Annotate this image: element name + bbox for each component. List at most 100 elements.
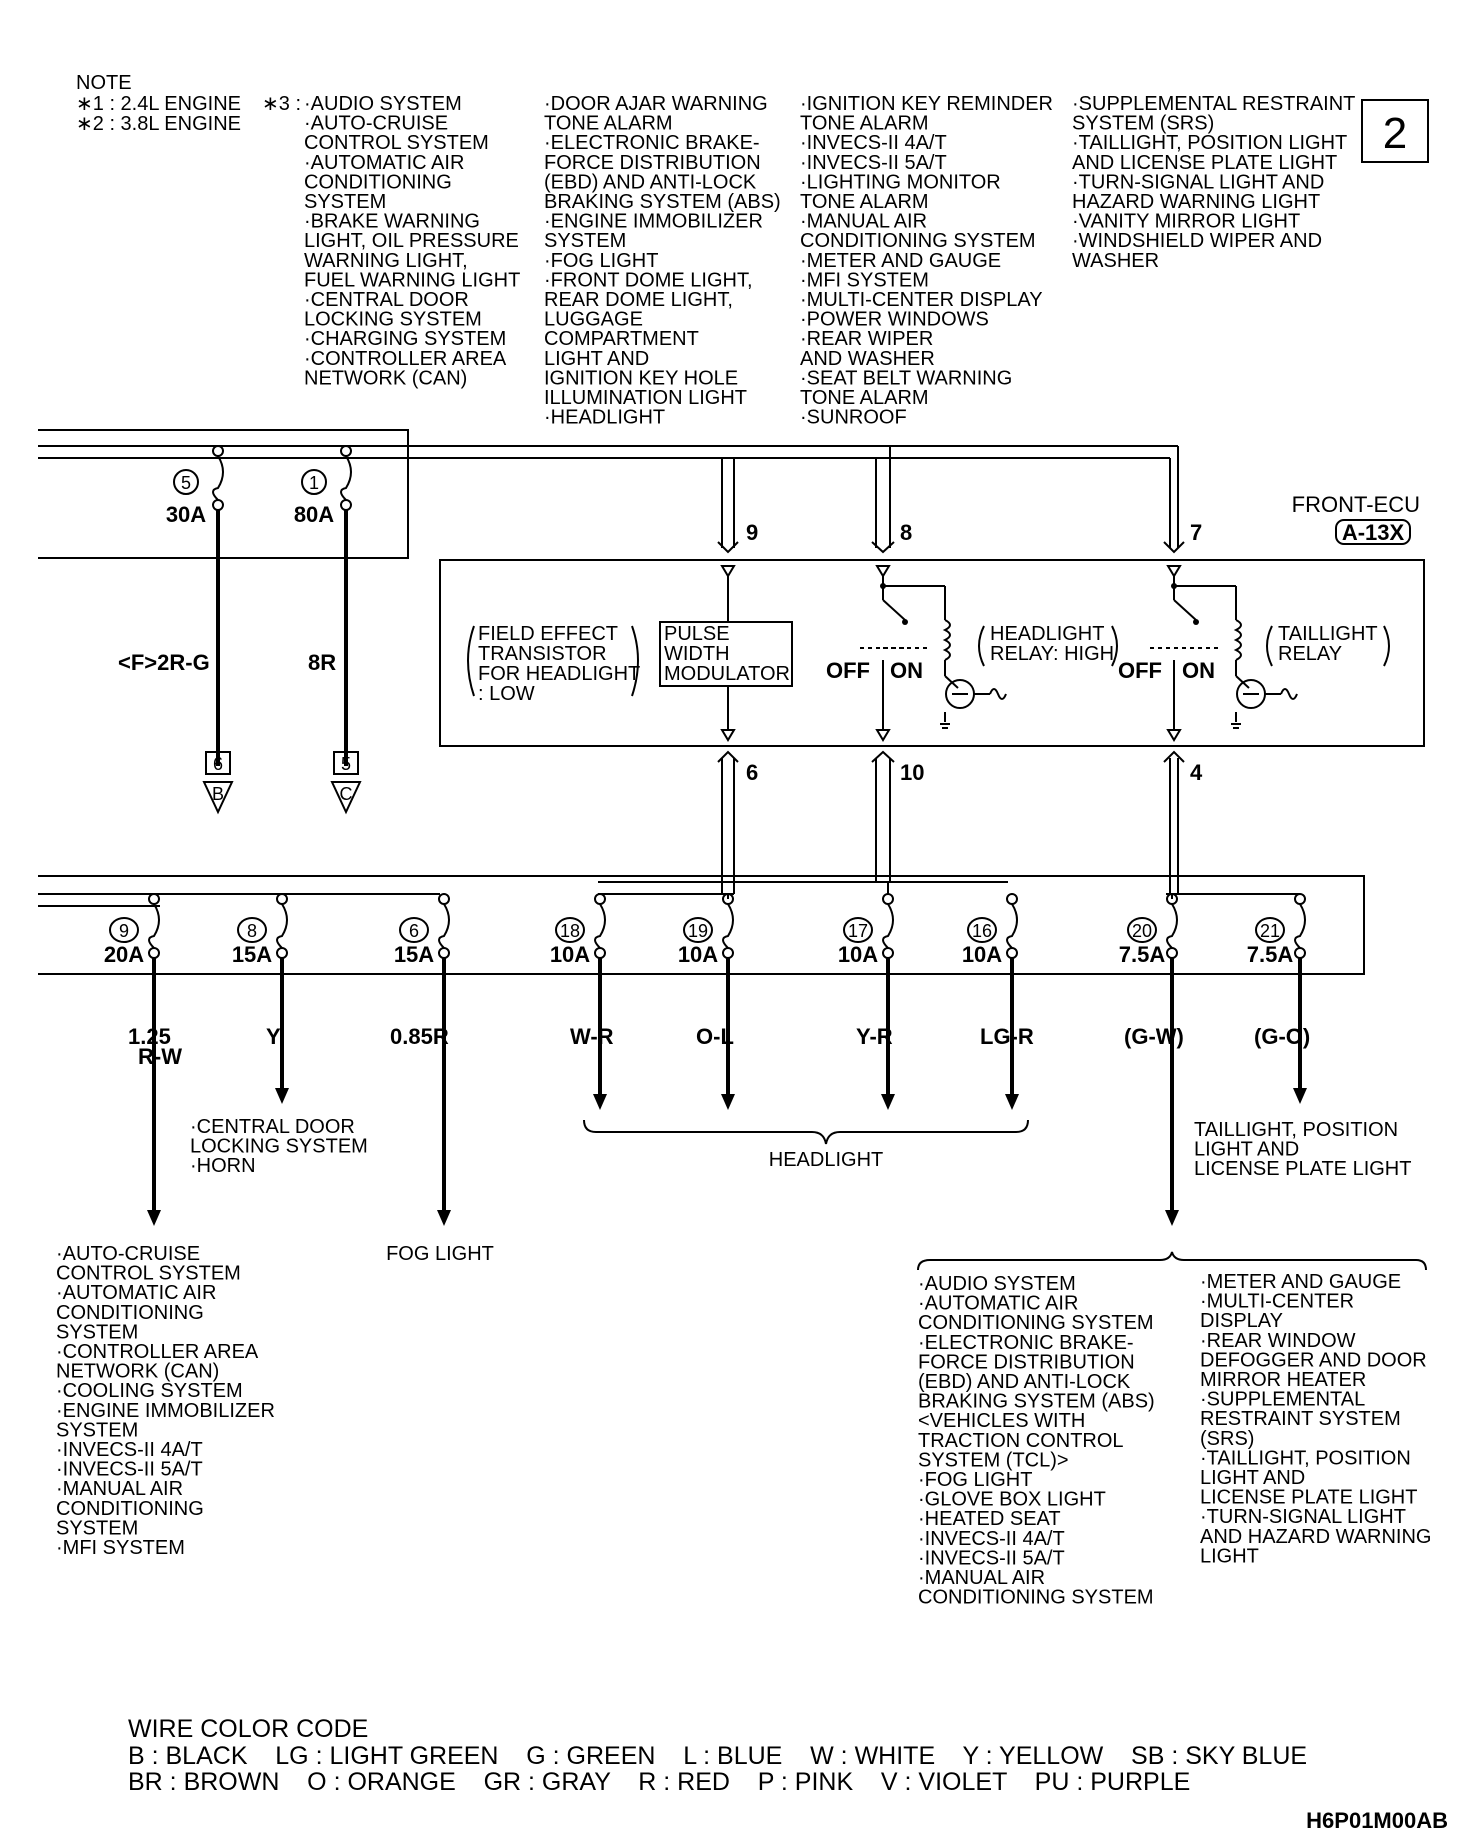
hi-relay-line-2: RELAY: HIGH <box>990 643 1114 665</box>
note-col2-line: LUGGAGE <box>544 309 643 331</box>
tail-relay-off: OFF <box>1118 658 1162 683</box>
note-col1-line: CONDITIONING <box>304 171 452 193</box>
dest-fuse9-line: CONDITIONING <box>56 1498 204 1520</box>
note-col1-line: LIGHT, OIL PRESSURE <box>304 230 519 252</box>
dest-gw2-line: ·TAILLIGHT, POSITION <box>1200 1447 1411 1469</box>
dest-fuse9-line: ·MANUAL AIR <box>56 1478 183 1500</box>
headlight-brace <box>583 1119 1029 1145</box>
dest-gw1-line: FORCE DISTRIBUTION <box>918 1351 1135 1373</box>
note-col3-line: ·INVECS-II 5A/T <box>800 152 947 174</box>
dest-gw2-line: ·METER AND GAUGE <box>1200 1271 1401 1293</box>
dest-gw2-line: LIGHT AND <box>1200 1467 1305 1489</box>
dest-fuse9-line: CONTROL SYSTEM <box>56 1263 241 1285</box>
fuse-amp: 7.5A <box>1119 942 1166 967</box>
dest-gw2-line: DEFOGGER AND DOOR <box>1200 1349 1427 1371</box>
pwm-wiring <box>720 565 736 742</box>
front-ecu-box <box>439 559 1425 747</box>
note-star1: ∗1 : 2.4L ENGINE <box>76 93 241 115</box>
dest-fuse9-line: ·AUTO-CRUISE <box>56 1243 200 1265</box>
pwm-line-2: WIDTH <box>664 643 730 665</box>
arrow-icon <box>437 1210 451 1226</box>
fuse-number: 9 <box>119 921 129 941</box>
note-col1-line: SYSTEM <box>304 191 386 213</box>
page-number: 2 <box>1383 109 1407 158</box>
ecu-pin-7: 7 <box>1190 520 1202 545</box>
note-col3-line: TONE ALARM <box>800 387 929 409</box>
note-col4-line: ·SUPPLEMENTAL RESTRAINT <box>1072 93 1355 115</box>
wire-label: (G-W) <box>1124 1024 1184 1049</box>
note-col1-line: ·CHARGING SYSTEM <box>304 328 506 350</box>
arrow-icon <box>1293 1088 1307 1104</box>
note-col4-line: ·WINDSHIELD WIPER AND <box>1072 230 1322 252</box>
fuse-number: 6 <box>409 921 419 941</box>
dest-gw1-line: ·GLOVE BOX LIGHT <box>918 1489 1106 1511</box>
fuse-1-80a: 1 80A <box>294 445 352 766</box>
note-col2-line: COMPARTMENT <box>544 328 699 350</box>
fet-line-2: TRANSISTOR <box>478 643 607 665</box>
figure-code: H6P01M00AB <box>1306 1808 1448 1833</box>
note-col2-line: IGNITION KEY HOLE <box>544 367 738 389</box>
fuse-number: 20 <box>1132 921 1152 941</box>
note-system-list-2: ·DOOR AJAR WARNING TONE ALARM·ELECTRONIC… <box>544 93 781 429</box>
note-col1-line: ·AUDIO SYSTEM <box>304 93 462 115</box>
dest-gw2-line: (SRS) <box>1200 1428 1254 1450</box>
note-col2-line: ·DOOR AJAR WARNING <box>544 93 768 115</box>
dest-gw1-line: ·ELECTRONIC BRAKE- <box>918 1332 1134 1354</box>
dest-fuse9-line: SYSTEM <box>56 1517 138 1539</box>
pwm-line-1: PULSE <box>664 623 730 645</box>
dest-fuse8-line: ·HORN <box>190 1155 256 1177</box>
page-number-box <box>1361 99 1429 163</box>
arrow-icon <box>147 1210 161 1226</box>
note-col2-line: ·ELECTRONIC BRAKE- <box>544 132 760 154</box>
fuse-amp: 15A <box>394 942 434 967</box>
note-col2-line: (EBD) AND ANTI-LOCK <box>544 171 757 193</box>
taillight-relay: OFF ON TAILLIGHT RELAY <box>1118 565 1390 742</box>
note-star2: ∗2 : 3.8L ENGINE <box>76 113 241 135</box>
note-col3-line: ·SUNROOF <box>800 407 907 429</box>
dest-gw1-line: ·HEATED SEAT <box>918 1508 1061 1530</box>
ecu-connector-id: A-13X <box>1342 520 1405 545</box>
note-col2-line: ·FOG LIGHT <box>544 250 658 272</box>
fuse-amp: 7.5A <box>1247 942 1294 967</box>
dest-gw1-line: ·FOG LIGHT <box>918 1469 1032 1491</box>
ecu-pin-10: 10 <box>900 760 924 785</box>
wire-label: LG-R <box>980 1024 1034 1049</box>
arrow-icon <box>593 1094 607 1110</box>
note-col1-line: ·AUTOMATIC AIR <box>304 152 464 174</box>
lower-fuse-block <box>38 875 1365 975</box>
dest-gw1-line: ·INVECS-II 4A/T <box>918 1528 1065 1550</box>
arrow-icon <box>1005 1094 1019 1110</box>
note-system-list-4: ·SUPPLEMENTAL RESTRAINT SYSTEM (SRS)·TAI… <box>1072 93 1355 272</box>
dest-gw2-line: MIRROR HEATER <box>1200 1369 1366 1391</box>
arrow-icon <box>275 1088 289 1104</box>
fuse-5-amp: 30A <box>166 502 206 527</box>
note-col1-line: ·BRAKE WARNING <box>304 211 480 233</box>
note-col2-line: ILLUMINATION LIGHT <box>544 387 747 409</box>
dest-gw2-line: ·REAR WINDOW <box>1200 1330 1356 1352</box>
dest-fuse9-line: ·COOLING SYSTEM <box>56 1380 243 1402</box>
note-col2-line: ·FRONT DOME LIGHT, <box>544 269 753 291</box>
ecu-output-lines <box>717 750 1185 894</box>
hi-relay-line-1: HEADLIGHT <box>990 623 1104 645</box>
ecu-pin-6: 6 <box>746 760 758 785</box>
fuse-number: 17 <box>848 921 868 941</box>
dest-tail-line: LIGHT AND <box>1194 1139 1299 1161</box>
dest-fuse9-list: ·AUTO-CRUISE CONTROL SYSTEM·AUTOMATIC AI… <box>56 1243 275 1559</box>
connector-5c: 5 C <box>330 751 362 815</box>
note-col1-line: WARNING LIGHT, <box>304 250 468 272</box>
wire-label: O-L <box>696 1024 734 1049</box>
dest-fuse9-line: NETWORK (CAN) <box>56 1361 219 1383</box>
wire-color-title: WIRE COLOR CODE <box>128 1715 368 1743</box>
note-col1-line: NETWORK (CAN) <box>304 367 467 389</box>
note-col3-line: ·REAR WIPER <box>800 328 933 350</box>
dest-headlight: HEADLIGHT <box>769 1149 883 1171</box>
connector-5c-letter: C <box>340 784 353 804</box>
note-col3-line: ·INVECS-II 4A/T <box>800 132 947 154</box>
fuse-amp: 10A <box>838 942 878 967</box>
note-col3-line: ·METER AND GAUGE <box>800 250 1001 272</box>
dest-gw1-line: TRACTION CONTROL <box>918 1430 1124 1452</box>
